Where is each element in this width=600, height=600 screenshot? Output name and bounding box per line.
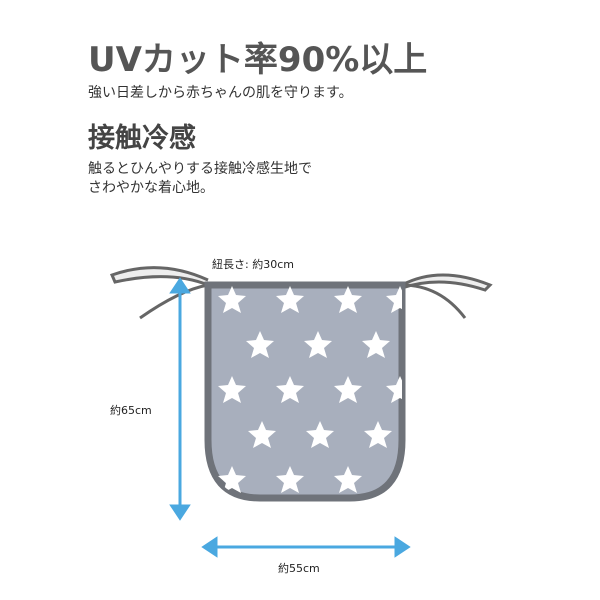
uv-cut-description: 強い日差しから赤ちゃんの肌を守ります。: [88, 85, 353, 101]
cool-touch-heading: 接触冷感: [88, 123, 196, 154]
description-line-2: さわやかな着心地。: [88, 180, 214, 196]
width-arrow: [201, 536, 411, 558]
uv-cut-heading: UVカット率90%以上: [88, 40, 428, 80]
description-line-1: 触るとひんやりする接触冷感生地で: [88, 161, 312, 177]
height-label: 約65cm: [110, 404, 152, 417]
ties: [109, 266, 493, 320]
string-length-label: 紐長さ: 約30cm: [212, 258, 294, 271]
height-arrow: [169, 277, 191, 521]
width-label: 約55cm: [278, 562, 320, 575]
cool-touch-description: 触るとひんやりする接触冷感生地でさわやかな着心地。: [88, 160, 312, 198]
